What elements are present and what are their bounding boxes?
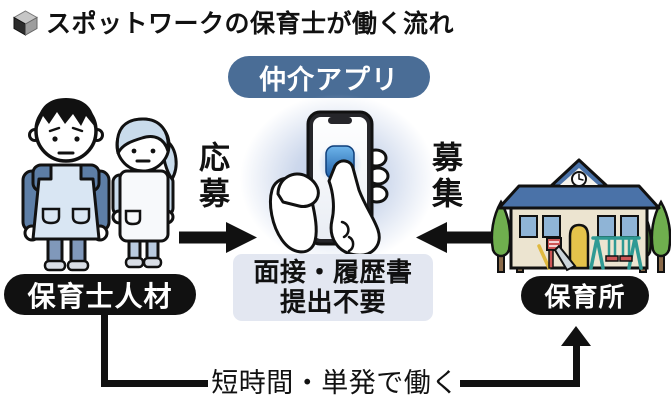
note-line2: 提出不要 [279, 286, 386, 317]
loop-line-right-horizontal [460, 380, 580, 387]
page-title: スポットワークの保育士が働く流れ [46, 10, 455, 38]
nursery-pill: 保育所 [521, 276, 649, 315]
cube-icon [12, 9, 39, 36]
two-childcare-workers-icon [21, 98, 178, 272]
loop-line-left-vertical [101, 312, 108, 387]
arrow-up-icon [561, 326, 591, 346]
apply-label: 応募 [194, 141, 229, 213]
app-badge: 仲介アプリ [228, 56, 430, 98]
arrow-left-icon [416, 222, 494, 253]
page-title-row: スポットワークの保育士が働く流れ [12, 4, 454, 40]
loop-line-right-vertical [573, 345, 580, 387]
nursery-building-icon [490, 158, 671, 273]
workers-pill: 保育士人材 [4, 274, 196, 315]
recruit-label: 募集 [427, 141, 462, 213]
slide-icon [537, 237, 577, 272]
loop-label: 短時間・単発で働く [211, 368, 459, 398]
loop-line-left-horizontal [101, 380, 208, 387]
smartphone-tap-hand-icon [268, 110, 390, 257]
note-line1: 面接・履歴書 [253, 256, 413, 287]
arrow-right-icon [179, 222, 257, 253]
swing-icon [589, 236, 643, 270]
note-box: 面接・履歴書 提出不要 [233, 254, 433, 321]
